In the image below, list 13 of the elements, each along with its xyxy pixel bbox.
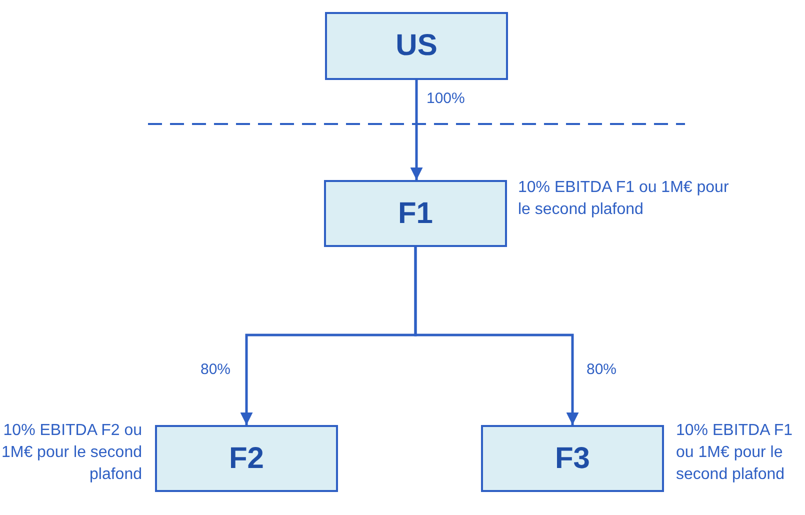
arrow	[414, 247, 579, 425]
entity-name: F3	[554, 442, 590, 476]
entity-box	[481, 425, 664, 492]
entity-name: US	[396, 29, 438, 63]
entity-box	[324, 180, 507, 247]
entity-name: F1	[398, 196, 433, 230]
entity-box	[325, 12, 508, 80]
entity-name: F2	[228, 442, 264, 476]
arrow	[410, 80, 423, 180]
annotation-text: 10% EBITDA F2 ou 1M€ pour le second plafond	[0, 421, 142, 485]
annotation-text: 10% EBITDA F1 ou 1M€ pour le second plafond	[676, 421, 794, 485]
annotation-text: 10% EBITDA F1 ou 1M€ pour le second plafond	[518, 178, 730, 220]
entity-box	[155, 425, 338, 492]
